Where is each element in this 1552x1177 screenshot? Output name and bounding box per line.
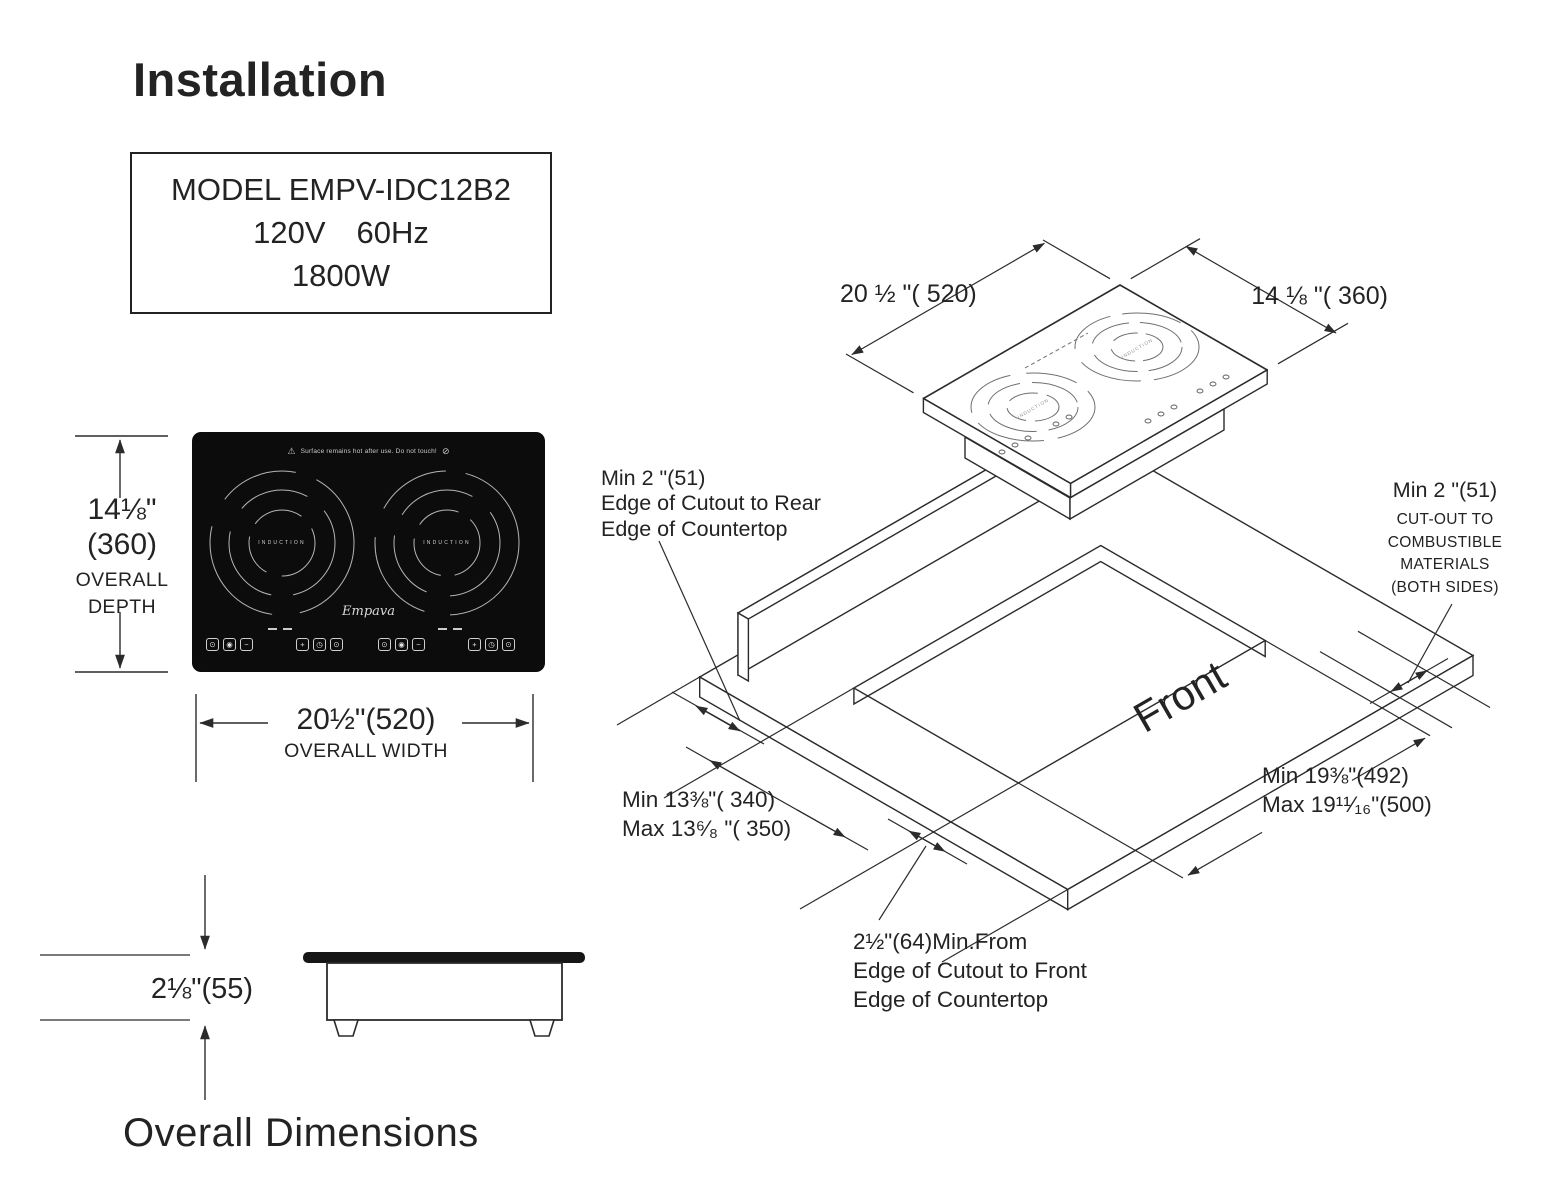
no-touch-icon: ⊘ [441, 446, 450, 456]
timer-icon[interactable]: ◷ [485, 638, 498, 651]
timer-icon[interactable]: ◷ [313, 638, 326, 651]
note-combustible-l2: CUT-OUT TO [1396, 511, 1494, 529]
note-cutout-front-l3: Edge of Countertop [853, 986, 1049, 1012]
note-cutout-rear-l2: Edge of Cutout to Rear [601, 491, 821, 516]
note-cutout-width-min: Min 19⅜"(492) [1262, 763, 1409, 788]
cooktop-front-view: ⚠ Surface remains hot after use. Do not … [192, 432, 545, 672]
note-combustible-l5: (BOTH SIDES) [1391, 578, 1499, 596]
side-view [303, 952, 585, 1037]
iso-cooktop-dimensions [845, 238, 1349, 394]
display-left [268, 628, 292, 630]
width-value: 20½"(520) [296, 703, 436, 736]
model-voltage: 120V 60Hz [253, 215, 429, 250]
iso-width-dimension: 20 ½ "( 520) [840, 280, 977, 308]
width-caption: OVERALL WIDTH [284, 740, 448, 763]
note-cutout-width: Min 19⅜"(492) Max 19¹¹⁄₁₆"(500) [1262, 762, 1432, 820]
minus-icon[interactable]: − [240, 638, 253, 651]
note-cutout-front: 2½"(64)Min.From Edge of Cutout to Front … [853, 928, 1087, 1014]
iso-countertop [698, 442, 1475, 911]
plus-icon[interactable]: + [468, 638, 481, 651]
controls-left-a: ⊙ ◉ − [206, 638, 253, 651]
note-cutout-rear-l3: Edge of Countertop [601, 516, 788, 541]
warning-text: Surface remains hot after use. Do not to… [300, 448, 437, 455]
note-combustible-l3: COMBUSTIBLE [1387, 533, 1503, 551]
cooktop-burner-rings [209, 470, 520, 616]
cooktop-warning-row: ⚠ Surface remains hot after use. Do not … [192, 446, 545, 457]
depth-caption-2: DEPTH [87, 595, 157, 618]
iso-burner-right [1074, 312, 1200, 382]
note-cutout-rear: Min 2 "(51) Edge of Cutout to Rear Edge … [601, 466, 821, 542]
display-right [438, 628, 462, 630]
depth-dimension-label: 14⅛" (360) OVERALL DEPTH [58, 492, 186, 619]
depth-caption-1: OVERALL [75, 568, 169, 591]
power-icon[interactable]: ◉ [395, 638, 408, 651]
depth-value: 14⅛" [87, 493, 157, 526]
depth-dimension-lines [75, 435, 168, 673]
width-dimension-label: 20½"(520) OVERALL WIDTH [264, 702, 468, 763]
minus-icon[interactable]: − [412, 638, 425, 651]
lock-icon[interactable]: ⊙ [206, 638, 219, 651]
burner-left-label: INDUCTION [258, 540, 306, 546]
onoff-icon[interactable]: ⊙ [330, 638, 343, 651]
iso-depth-dimension: 14 ⅛ "( 360) [1251, 282, 1388, 310]
lock-icon[interactable]: ⊙ [378, 638, 391, 651]
note-cutout-front-l2: Edge of Cutout to Front [853, 957, 1087, 983]
note-combustible: Min 2 "(51) CUT-OUT TO COMBUSTIBLE MATER… [1355, 478, 1535, 599]
plus-icon[interactable]: + [296, 638, 309, 651]
brand-logo: Empava [342, 604, 395, 619]
note-cutout-depth: Min 13⅜"( 340) Max 13⁶⁄₈ "( 350) [622, 786, 791, 844]
burner-right-label: INDUCTION [423, 540, 471, 546]
note-cutout-depth-max: Max 13⁶⁄₈ "( 350) [622, 815, 792, 841]
height-dimension-label: 2⅛"(55) [150, 973, 254, 1005]
model-wattage: 1800W [291, 258, 391, 293]
power-icon[interactable]: ◉ [223, 638, 236, 651]
controls-right-b: + ◷ ⊙ [468, 638, 515, 651]
warning-triangle-icon: ⚠ [287, 446, 296, 456]
depth-mm: (360) [86, 528, 158, 562]
page-title: Installation [133, 53, 388, 106]
iso-cooktop [922, 284, 1268, 521]
model-number: MODEL EMPV-IDC12B2 [171, 172, 511, 207]
iso-right-dimensions [1018, 603, 1491, 879]
note-cutout-depth-min: Min 13⅜"( 340) [622, 787, 776, 812]
iso-warning-strip [1024, 332, 1089, 369]
height-dimension-lines [40, 875, 210, 1100]
note-cutout-rear-l1: Min 2 "(51) [601, 466, 706, 490]
note-cutout-front-l1: 2½"(64)Min.From [853, 929, 1028, 954]
controls-left-b: + ◷ ⊙ [296, 638, 343, 651]
overall-dimensions-title: Overall Dimensions [123, 1111, 479, 1155]
width-dimension-lines [195, 694, 534, 782]
note-combustible-l1: Min 2 "(51) [1392, 478, 1498, 502]
iso-burner-left [970, 372, 1096, 442]
model-spec-box: MODEL EMPV-IDC12B2 120V 60Hz 1800W [130, 152, 552, 314]
note-cutout-width-max: Max 19¹¹⁄₁₆"(500) [1262, 791, 1432, 817]
iso-left-dimensions [616, 540, 1068, 963]
controls-right-a: ⊙ ◉ − [378, 638, 425, 651]
iso-control-dots [998, 374, 1230, 455]
note-combustible-l4: MATERIALS [1400, 556, 1490, 574]
onoff-icon[interactable]: ⊙ [502, 638, 515, 651]
